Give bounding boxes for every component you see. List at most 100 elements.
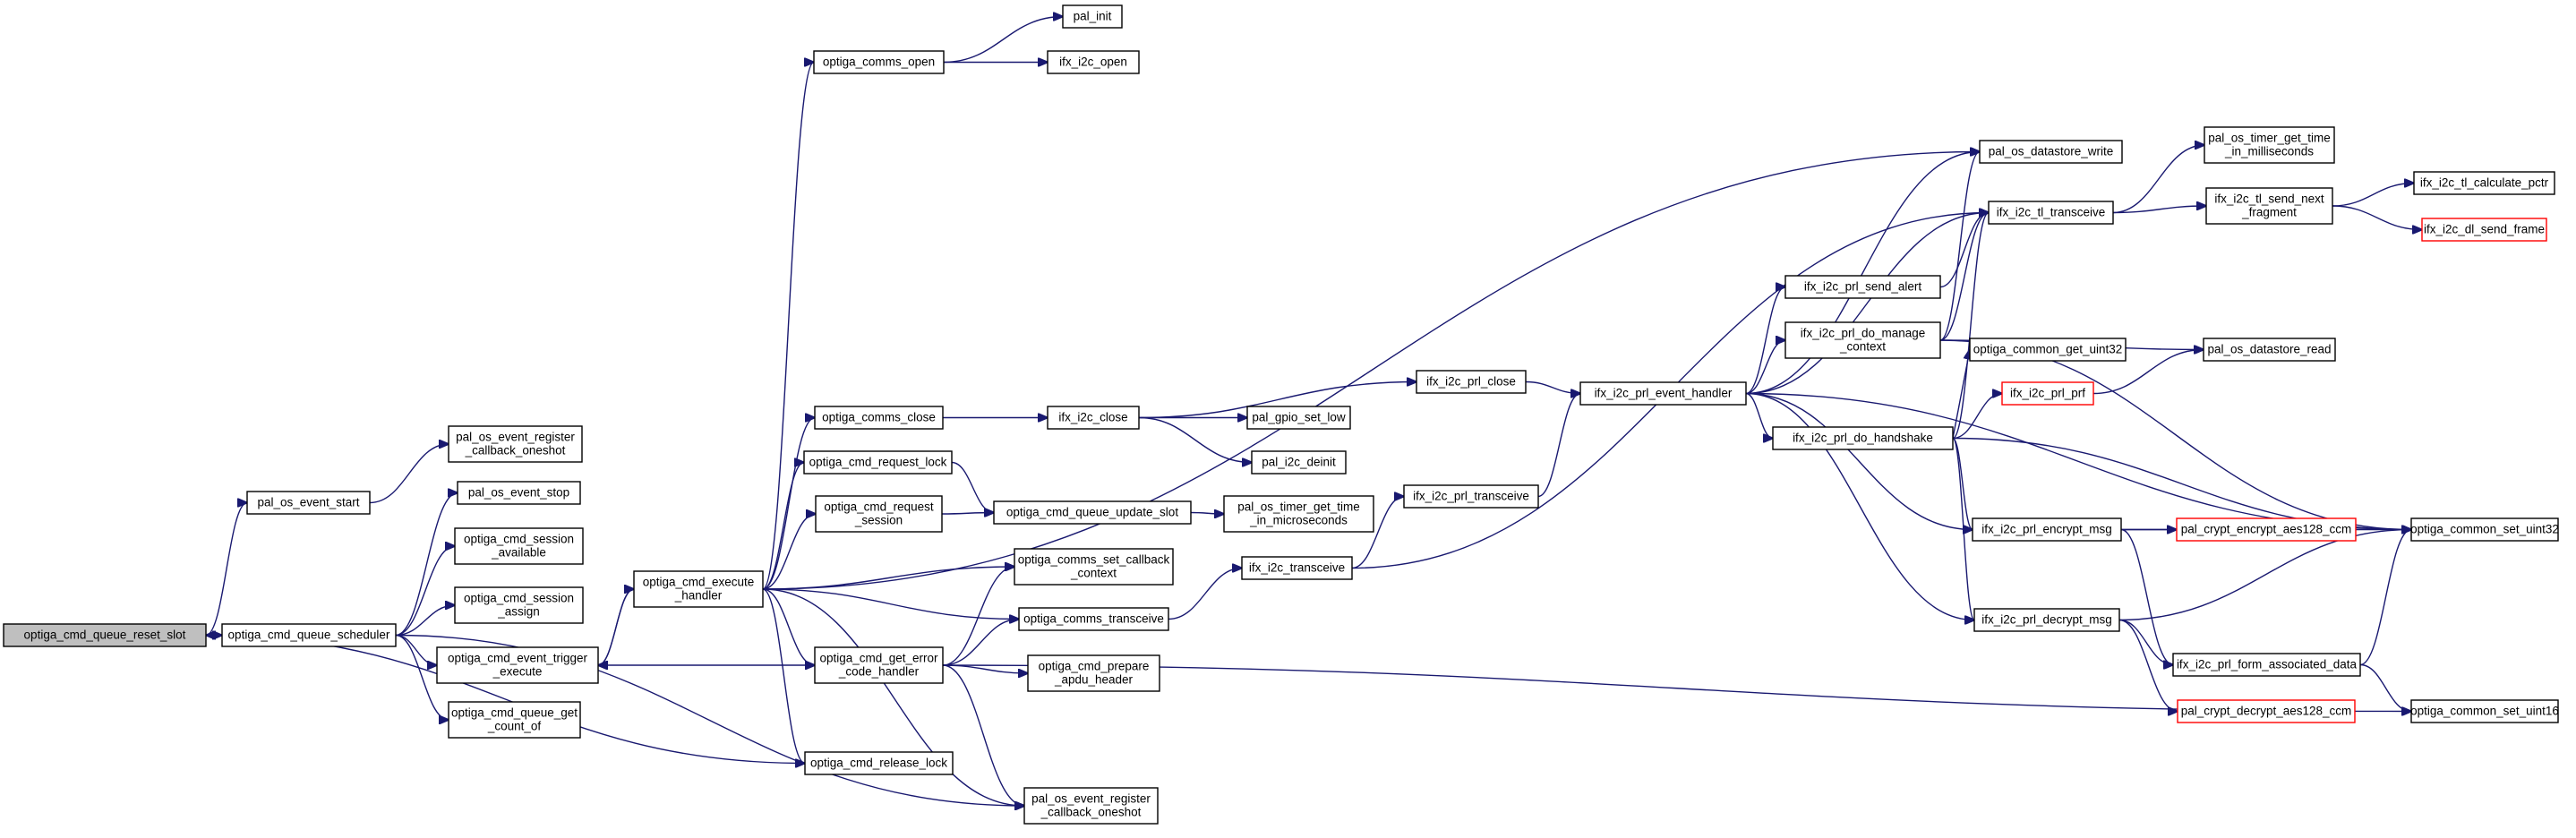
node-label: ifx_i2c_dl_send_frame <box>2424 223 2545 236</box>
node-ifx-i2c-prl-encrypt-msg[interactable]: ifx_i2c_prl_encrypt_msg <box>1972 517 2122 542</box>
node-optiga-comms-open[interactable]: optiga_comms_open <box>813 50 945 74</box>
edge-n30-to-n31 <box>1537 394 1580 498</box>
edge-n21-to-n27 <box>1190 513 1224 515</box>
node-ifx-i2c-prl-prf[interactable]: ifx_i2c_prl_prf <box>2001 381 2094 406</box>
node-label: pal_crypt_decrypt_aes128_ccm <box>2181 705 2352 718</box>
node-pal-os-timer-get-time-in-milliseconds[interactable]: pal_os_timer_get_time_in_milliseconds <box>2204 126 2335 164</box>
node-optiga-cmd-request-lock[interactable]: optiga_cmd_request_lock <box>803 450 953 475</box>
node-box <box>1784 275 1941 299</box>
node-box <box>1579 381 1747 406</box>
edge-n37-to-n42 <box>2120 528 2173 665</box>
edge-n2-to-n7 <box>395 605 455 637</box>
node-box <box>1241 556 1353 580</box>
node-ifx-i2c-prl-decrypt-msg[interactable]: ifx_i2c_prl_decrypt_msg <box>1973 608 2120 632</box>
edge-n16-to-n21 <box>941 513 994 515</box>
edge-n10-to-n19 <box>762 588 1024 806</box>
node-box <box>2176 517 2357 542</box>
node-box <box>454 527 584 565</box>
node-optiga-comms-close[interactable]: optiga_comms_close <box>814 406 944 430</box>
edge-n31-to-n37 <box>1745 392 1973 530</box>
node-optiga-cmd-event-trigger-execute[interactable]: optiga_cmd_event_trigger_execute <box>436 646 599 684</box>
node-label: ifx_i2c_transceive <box>1249 561 1345 575</box>
node-ifx-i2c-tl-send-next-fragment[interactable]: ifx_i2c_tl_send_next_fragment <box>2205 187 2333 225</box>
node-optiga-cmd-session-available[interactable]: optiga_cmd_session_available <box>454 527 584 565</box>
node-ifx-i2c-prl-transceive[interactable]: ifx_i2c_prl_transceive <box>1403 484 1539 509</box>
node-pal-init[interactable]: pal_init <box>1062 4 1123 29</box>
node-pal-crypt-decrypt-aes128-ccm[interactable]: pal_crypt_decrypt_aes128_ccm <box>2177 699 2356 723</box>
edge-n17-to-n19 <box>942 664 1024 806</box>
node-box <box>2421 218 2547 242</box>
node-optiga-cmd-release-lock[interactable]: optiga_cmd_release_lock <box>804 751 954 775</box>
node-optiga-cmd-get-error-code-handler[interactable]: optiga_cmd_get_error_code_handler <box>814 646 944 684</box>
node-optiga-cmd-session-assign[interactable]: optiga_cmd_session_assign <box>454 586 584 624</box>
node-label: optiga_comms_set_callback <box>1018 553 1170 567</box>
node-ifx-i2c-prl-event-handler[interactable]: ifx_i2c_prl_event_handler <box>1579 381 1747 406</box>
node-ifx-i2c-prl-form-associated-data[interactable]: ifx_i2c_prl_form_associated_data <box>2172 653 2361 677</box>
node-box <box>1784 321 1941 359</box>
node-box <box>1979 140 2123 164</box>
node-label: ifx_i2c_open <box>1059 56 1127 69</box>
node-pal-gpio-set-low[interactable]: pal_gpio_set_low <box>1246 406 1351 430</box>
node-box <box>804 751 954 775</box>
node-ifx-i2c-prl-send-alert[interactable]: ifx_i2c_prl_send_alert <box>1784 275 1941 299</box>
node-box <box>1251 450 1347 475</box>
node-optiga-cmd-request-session[interactable]: optiga_cmd_request_session <box>815 495 943 533</box>
node-optiga-cmd-queue-get-count-of[interactable]: optiga_cmd_queue_get_count_of <box>448 701 581 739</box>
node-pal-os-datastore-read[interactable]: pal_os_datastore_read <box>2203 338 2336 362</box>
node-pal-os-event-start[interactable]: pal_os_event_start <box>246 491 371 515</box>
node-ifx-i2c-close[interactable]: ifx_i2c_close <box>1047 406 1140 430</box>
edge-n10-to-n18 <box>762 588 805 764</box>
node-pal-os-datastore-write[interactable]: pal_os_datastore_write <box>1979 140 2123 164</box>
node-pal-i2c-deinit[interactable]: pal_i2c_deinit <box>1251 450 1347 475</box>
node-ifx-i2c-prl-close[interactable]: ifx_i2c_prl_close <box>1416 370 1527 394</box>
edge-n45-to-n48 <box>2332 205 2422 230</box>
node-optiga-common-set-uint16[interactable]: optiga_common_set_uint16 <box>2410 699 2559 723</box>
node-pal-os-event-register-callback-oneshot[interactable]: pal_os_event_register_callback_oneshot <box>1023 787 1159 825</box>
node-label: _count_of <box>487 720 542 733</box>
node-ifx-i2c-prl-do-manage-context[interactable]: ifx_i2c_prl_do_manage_context <box>1784 321 1941 359</box>
node-optiga-cmd-execute-handler[interactable]: optiga_cmd_execute_handler <box>633 570 764 608</box>
node-pal-os-event-register-callback-oneshot[interactable]: pal_os_event_register_callback_oneshot <box>448 425 583 463</box>
node-ifx-i2c-transceive[interactable]: ifx_i2c_transceive <box>1241 556 1353 580</box>
edge-n35-to-n49 <box>1939 339 2411 530</box>
node-box <box>993 500 1192 525</box>
node-label: optiga_comms_transceive <box>1023 612 1164 626</box>
node-pal-crypt-encrypt-aes128-ccm[interactable]: pal_crypt_encrypt_aes128_ccm <box>2176 517 2357 542</box>
node-box <box>1047 406 1140 430</box>
node-label: optiga_common_set_uint32 <box>2410 523 2559 536</box>
node-label: optiga_cmd_request <box>824 500 934 514</box>
node-optiga-comms-transceive[interactable]: optiga_comms_transceive <box>1018 607 1169 631</box>
node-optiga-common-set-uint32[interactable]: optiga_common_set_uint32 <box>2410 517 2559 542</box>
node-box <box>1062 4 1123 29</box>
node-pal-os-event-stop[interactable]: pal_os_event_stop <box>457 481 581 505</box>
edge-n35-to-n32 <box>1939 152 1980 341</box>
node-ifx-i2c-dl-send-frame[interactable]: ifx_i2c_dl_send_frame <box>2421 218 2547 242</box>
edge-n10-to-n23 <box>762 588 1019 620</box>
node-box <box>2001 381 2094 406</box>
node-optiga-cmd-queue-reset-slot[interactable]: optiga_cmd_queue_reset_slot <box>3 623 207 647</box>
edge-n31-to-n33 <box>1745 213 1989 395</box>
node-label: pal_os_datastore_read <box>2207 343 2331 356</box>
node-optiga-cmd-queue-update-slot[interactable]: optiga_cmd_queue_update_slot <box>993 500 1192 525</box>
node-ifx-i2c-tl-transceive[interactable]: ifx_i2c_tl_transceive <box>1988 201 2114 225</box>
node-box <box>1027 654 1160 692</box>
edge-n36-to-n33 <box>1952 213 1989 440</box>
node-ifx-i2c-tl-calculate-pctr[interactable]: ifx_i2c_tl_calculate_pctr <box>2413 171 2555 195</box>
node-ifx-i2c-open[interactable]: ifx_i2c_open <box>1047 50 1140 74</box>
node-label: pal_init <box>1074 10 1112 23</box>
node-optiga-cmd-prepare-apdu-header[interactable]: optiga_cmd_prepare_apdu_header <box>1027 654 1160 692</box>
node-box <box>1969 338 2127 362</box>
node-ifx-i2c-prl-do-handshake[interactable]: ifx_i2c_prl_do_handshake <box>1772 426 1954 450</box>
node-label: _execute <box>492 665 543 679</box>
node-box <box>1988 201 2114 225</box>
edge-n29-to-n30 <box>1351 497 1404 569</box>
node-pal-os-timer-get-time-in-microseconds[interactable]: pal_os_timer_get_time_in_microseconds <box>1223 495 1374 533</box>
node-optiga-common-get-uint32[interactable]: optiga_common_get_uint32 <box>1969 338 2127 362</box>
edge-n31-to-n35 <box>1745 340 1785 395</box>
node-optiga-cmd-queue-scheduler[interactable]: optiga_cmd_queue_scheduler <box>221 623 397 647</box>
node-label: _fragment <box>2241 206 2297 219</box>
node-label: pal_os_datastore_write <box>1989 145 2114 158</box>
node-optiga-comms-set-callback-context[interactable]: optiga_comms_set_callback_context <box>1014 548 1174 586</box>
node-box <box>454 586 584 624</box>
edge-n1-to-n3 <box>205 503 247 637</box>
